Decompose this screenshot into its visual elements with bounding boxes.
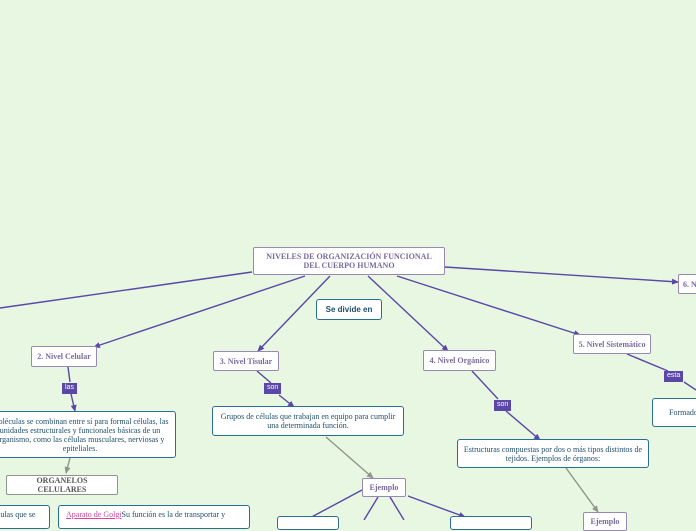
cells-fragment-text: células que se xyxy=(0,510,36,519)
se-divide-node[interactable]: Se divide en xyxy=(316,299,382,320)
connector-esta-text: esta xyxy=(667,372,681,379)
golgi-link[interactable]: Aparato de Golgi xyxy=(66,510,122,519)
connector-son-tisular[interactable]: son xyxy=(264,383,282,394)
ejemplo-child-right-node[interactable] xyxy=(450,516,532,530)
line-root-sistematico xyxy=(396,275,581,337)
golgi-content: Aparato de GolgiSu función es la de tran… xyxy=(66,510,225,519)
desc-celular-text: Moléculas se combinan entre sí para form… xyxy=(0,416,169,453)
level-celular-label: 2. Nivel Celular xyxy=(37,352,91,361)
connector-son-organico[interactable]: son xyxy=(494,400,512,411)
line-sistematico-esta xyxy=(626,353,669,372)
connector-son-organico-text: son xyxy=(497,401,509,408)
line-tisular-ejemplo xyxy=(325,436,374,479)
desc-sistematico-node[interactable]: Formado xyxy=(652,398,696,427)
line-celular-las xyxy=(67,366,71,383)
line-ejemplo-child-4 xyxy=(407,495,466,518)
desc-tisular-text: Grupos de células que trabajan en equipo… xyxy=(220,412,396,430)
connection-lines xyxy=(0,266,696,520)
level-organico-label: 4. Nivel Orgánico xyxy=(429,356,490,365)
line-organico-ejemplo xyxy=(565,467,599,513)
ejemplo-organico-node[interactable]: Ejemplo xyxy=(583,512,627,531)
ejemplo-node[interactable]: Ejemplo xyxy=(362,478,406,497)
desc-sistematico-text: Formado xyxy=(669,408,696,417)
ejemplo-child-left-node[interactable] xyxy=(277,516,339,530)
line-root-celular xyxy=(93,275,306,348)
connector-las[interactable]: las xyxy=(62,383,77,394)
level-organico-node[interactable]: 4. Nivel Orgánico xyxy=(423,350,496,371)
line-las-desc xyxy=(70,393,77,412)
line-esta-formado xyxy=(683,381,696,391)
root-node[interactable]: NIVELES DE ORGANIZACIÓN FUNCIONAL DEL CU… xyxy=(253,247,445,275)
level-celular-node[interactable]: 2. Nivel Celular xyxy=(31,346,97,367)
level-tisular-label: 3. Nivel Tisular xyxy=(219,356,273,366)
line-root-tisular xyxy=(257,275,331,352)
connector-las-text: las xyxy=(65,384,74,391)
line-ejemplo-child-2 xyxy=(363,496,379,520)
se-divide-label: Se divide en xyxy=(325,305,373,314)
desc-organico-text: Estructuras compuestas por dos o más tip… xyxy=(463,444,643,463)
golgi-text: Su función es la de transportar y xyxy=(121,510,226,519)
line-tisular-son xyxy=(256,370,272,384)
level-sexto-label: 6. N xyxy=(683,279,696,289)
line-root-organico xyxy=(367,275,449,352)
root-title: NIVELES DE ORGANIZACIÓN FUNCIONAL DEL CU… xyxy=(266,252,432,270)
desc-tisular-node[interactable]: Grupos de células que trabajan en equipo… xyxy=(212,406,404,436)
line-son-desc-organico xyxy=(505,410,541,441)
desc-organico-node[interactable]: Estructuras compuestas por dos o más tip… xyxy=(457,439,649,468)
line-root-sexto xyxy=(444,266,679,285)
cells-fragment-node[interactable]: células que se xyxy=(0,505,50,529)
ejemplo-label: Ejemplo xyxy=(369,483,399,492)
line-son-desc xyxy=(278,394,295,408)
desc-celular-node[interactable]: Moléculas se combinan entre sí para form… xyxy=(0,411,176,458)
level-sistematico-node[interactable]: 5. Nivel Sistemático xyxy=(573,334,651,354)
line-celular-organelos xyxy=(64,457,71,474)
connector-esta[interactable]: esta xyxy=(664,371,684,382)
connector-son-tisular-text: son xyxy=(267,384,279,391)
organelos-title: ORGANELOS CELULARES xyxy=(36,476,88,494)
line-root-left xyxy=(0,271,253,309)
level-sistematico-label: 5. Nivel Sistemático xyxy=(578,339,646,349)
level-sexto-node[interactable]: 6. N xyxy=(678,274,696,294)
line-organico-son xyxy=(471,370,499,400)
line-ejemplo-child-1 xyxy=(305,489,363,520)
level-tisular-node[interactable]: 3. Nivel Tisular xyxy=(213,351,279,371)
ejemplo-organico-label: Ejemplo xyxy=(590,517,620,526)
golgi-node[interactable]: Aparato de GolgiSu función es la de tran… xyxy=(58,505,250,529)
line-ejemplo-child-3 xyxy=(389,496,405,520)
organelos-node[interactable]: ORGANELOS CELULARES xyxy=(6,475,118,495)
